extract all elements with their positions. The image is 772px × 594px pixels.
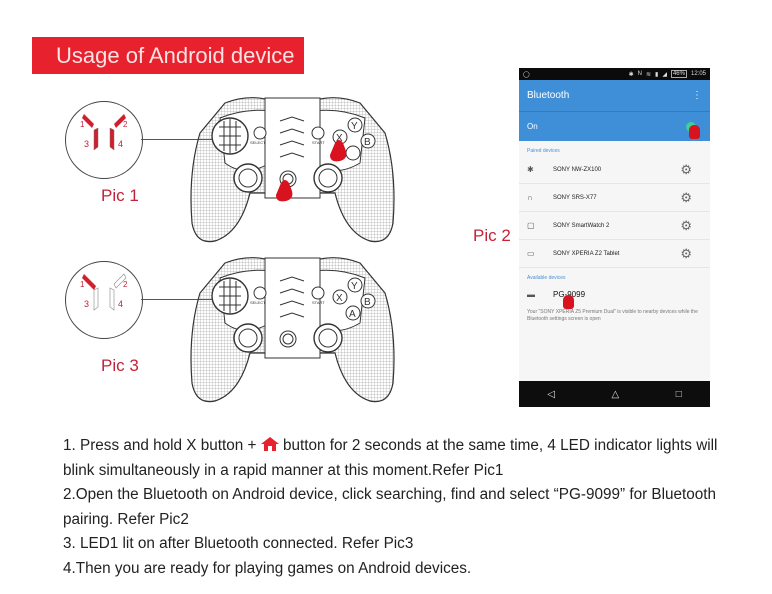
svg-text:3: 3 [84, 139, 89, 149]
pointing-hand-icon [276, 180, 293, 202]
step-1-cont: blink simultaneously in a rapid manner a… [63, 461, 504, 479]
paired-device-row[interactable]: ✱ SONY NW-ZX100 ⚙ [519, 156, 710, 184]
svg-text:START: START [312, 140, 325, 145]
device-name: PG-9099 [553, 289, 586, 299]
svg-text:1: 1 [80, 280, 85, 289]
wifi-icon: ≋ [646, 71, 652, 78]
battery-level: 46% [670, 70, 687, 78]
section-banner: Usage of Android device [32, 37, 304, 74]
clock: 12:05 [690, 71, 706, 77]
pointing-hand-icon [563, 295, 574, 309]
step-1: 1. Press and hold X button + button for … [63, 437, 718, 454]
home-icon[interactable]: △ [611, 388, 620, 400]
android-bluetooth-screen: ◯ ✱ N ≋ ▮ ◢ 46% 12:05 Bluetooth ⋮ On Pai… [519, 68, 710, 407]
pointing-hand-icon [330, 140, 347, 162]
step-2-cont: pairing. Refer Pic2 [63, 510, 189, 528]
svg-text:START: START [312, 300, 325, 305]
gamepad-illustration-pic3: SELECT START Y X B A [190, 257, 395, 403]
svg-text:A: A [349, 309, 356, 320]
more-vert-icon[interactable]: ⋮ [692, 90, 702, 101]
instructions: 1. Press and hold X button + button for … [63, 434, 763, 582]
paired-device-row[interactable]: ▭ SONY XPERIA Z2 Tablet ⚙ [519, 240, 710, 268]
paired-devices-header: Paired devices [527, 148, 560, 154]
svg-text:B: B [364, 137, 371, 148]
gamepad-icon: ▬ [527, 289, 535, 299]
paired-device-row[interactable]: ∩ SONY SRS-X77 ⚙ [519, 184, 710, 212]
toggle-label: On [527, 122, 538, 131]
gear-icon[interactable]: ⚙ [680, 161, 692, 177]
paired-device-row[interactable]: ▢ SONY SmartWatch 2 ⚙ [519, 212, 710, 240]
step-2: 2.Open the Bluetooth on Android device, … [63, 486, 717, 504]
pic2-label: Pic 2 [473, 226, 511, 245]
watch-icon: ▢ [527, 221, 535, 230]
bluetooth-icon: ✱ [527, 165, 534, 174]
svg-text:B: B [364, 297, 371, 308]
laptop-icon: ▭ [527, 249, 535, 258]
pointing-hand-icon [689, 125, 700, 139]
svg-text:4: 4 [118, 299, 123, 309]
recents-icon[interactable]: □ [675, 388, 682, 400]
android-nav-bar: ◁ △ □ [519, 381, 710, 407]
svg-text:SELECT: SELECT [250, 140, 266, 145]
pic1-label: Pic 1 [101, 186, 139, 205]
svg-text:SELECT: SELECT [250, 300, 266, 305]
device-name: SONY SRS-X77 [553, 194, 597, 201]
app-title: Bluetooth [527, 90, 570, 101]
step-3: 3. LED1 lit on after Bluetooth connected… [63, 535, 414, 553]
status-bar: ◯ ✱ N ≋ ▮ ◢ 46% 12:05 [519, 68, 710, 80]
svg-text:Y: Y [351, 281, 358, 292]
headphones-icon: ∩ [527, 193, 533, 202]
led-indicator-zoom-pic3: 1 2 3 4 [65, 261, 143, 339]
sim-icon: ▮ [655, 71, 659, 78]
home-button-icon [260, 437, 279, 451]
available-device-row[interactable]: ▬ PG-9099 [519, 283, 710, 309]
gear-icon[interactable]: ⚙ [680, 217, 692, 233]
back-icon[interactable]: ◁ [547, 388, 555, 400]
notification-icon: ◯ [523, 71, 530, 78]
pic3-label: Pic 3 [101, 356, 139, 375]
pointer-line [141, 299, 216, 300]
gear-icon[interactable]: ⚙ [680, 189, 692, 205]
led-lights-icon: 1 2 3 4 [80, 114, 128, 151]
svg-text:2: 2 [123, 280, 128, 289]
svg-text:4: 4 [118, 139, 123, 149]
led-lights-icon: 1 2 3 4 [80, 273, 128, 311]
bluetooth-toggle-row[interactable]: On [519, 111, 710, 141]
gamepad-illustration-pic1: SELECT START Y X B [190, 97, 395, 243]
pointer-line [141, 139, 216, 140]
bluetooth-status-icon: ✱ [628, 71, 634, 78]
step-4: 4.Then you are ready for playing games o… [63, 559, 472, 577]
visibility-note: Your "SONY XPERIA Z5 Premium Dual" is vi… [527, 309, 698, 322]
available-devices-header: Available devices [527, 275, 566, 281]
svg-text:1: 1 [80, 120, 85, 129]
device-name: SONY NW-ZX100 [553, 166, 602, 173]
svg-text:X: X [336, 293, 343, 304]
svg-text:2: 2 [123, 120, 128, 129]
signal-icon: ◢ [662, 71, 667, 78]
led-indicator-zoom-pic1: 1 2 3 4 [65, 101, 143, 179]
nfc-icon: N [637, 71, 642, 77]
device-name: SONY SmartWatch 2 [553, 222, 610, 229]
app-bar: Bluetooth ⋮ [519, 80, 710, 111]
svg-text:X: X [336, 133, 343, 144]
device-name: SONY XPERIA Z2 Tablet [553, 250, 620, 257]
gear-icon[interactable]: ⚙ [680, 245, 692, 261]
svg-text:3: 3 [84, 299, 89, 309]
svg-text:Y: Y [351, 121, 358, 132]
